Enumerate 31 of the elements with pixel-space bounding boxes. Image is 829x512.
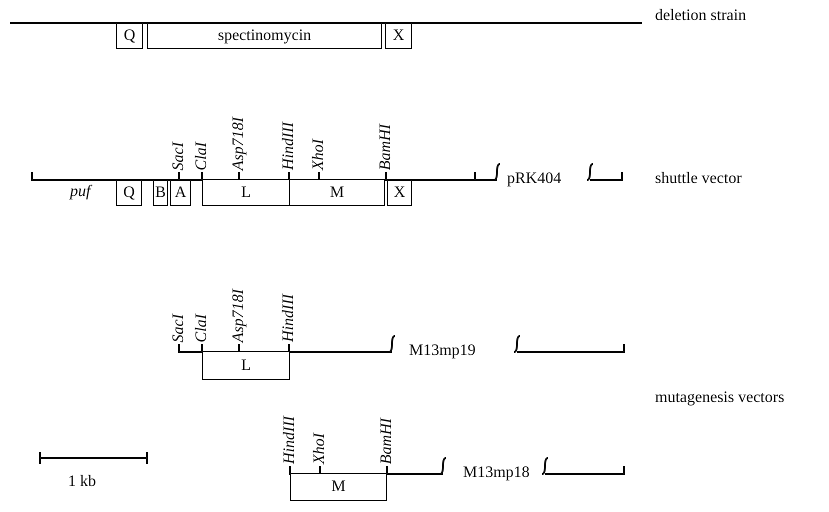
restriction-site-label: HindIII bbox=[281, 122, 297, 170]
vector-label: mutagenesis vectors bbox=[655, 390, 784, 406]
restriction-site-label: BamHI bbox=[379, 418, 395, 464]
restriction-site-label: XhoI bbox=[312, 432, 328, 464]
restriction-site-label: Asp718I bbox=[231, 116, 247, 170]
restriction-site-label: HindIII bbox=[281, 294, 297, 342]
operon-label: puf bbox=[70, 184, 90, 200]
restriction-site-label: ClaI bbox=[194, 314, 210, 342]
gene-box: X bbox=[385, 23, 412, 49]
gene-box: B bbox=[153, 180, 168, 206]
scale-label: 1 kb bbox=[68, 474, 96, 490]
restriction-site-label: HindIII bbox=[282, 416, 298, 464]
gene-box: L bbox=[202, 352, 290, 380]
gene-box: Q bbox=[116, 180, 142, 206]
strain-label: deletion strain bbox=[655, 8, 746, 24]
vector-label: shuttle vector bbox=[655, 171, 742, 187]
plasmid-label: pRK404 bbox=[507, 171, 562, 187]
gene-box: M bbox=[290, 474, 387, 501]
phage-vector-label: M13mp19 bbox=[409, 343, 476, 359]
gene-box: M bbox=[289, 180, 385, 206]
restriction-site-label: ClaI bbox=[194, 142, 210, 170]
restriction-site-label: SacI bbox=[171, 142, 187, 170]
gene-box: A bbox=[170, 180, 191, 206]
gene-box: spectinomycin bbox=[147, 23, 382, 49]
restriction-site-label: BamHI bbox=[378, 124, 394, 170]
restriction-site-label: SacI bbox=[171, 314, 187, 342]
restriction-site-label: XhoI bbox=[311, 138, 327, 170]
gene-box: L bbox=[202, 180, 290, 206]
gene-box: X bbox=[387, 180, 412, 206]
phage-vector-label: M13mp18 bbox=[463, 465, 530, 481]
gene-box: Q bbox=[116, 23, 143, 49]
